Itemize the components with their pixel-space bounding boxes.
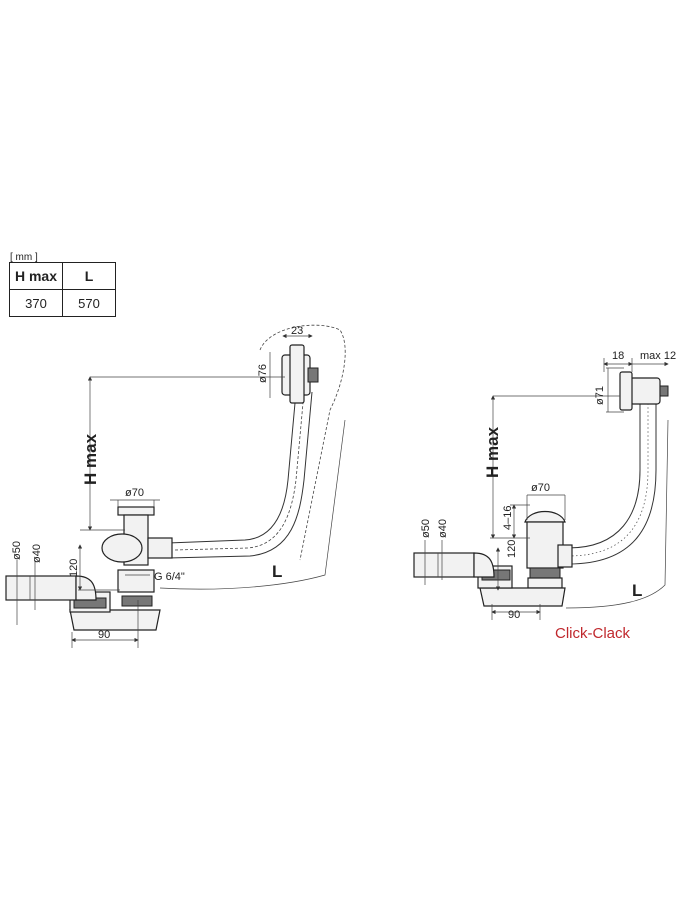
right-dim-90-label: 90 (508, 609, 520, 621)
right-hose-outer (567, 402, 641, 549)
left-thread-label: G 6/4" (154, 571, 185, 583)
right-diam-70-label: ø70 (531, 482, 550, 494)
right-dim-120-label: 120 (506, 540, 518, 558)
right-length-arc (565, 419, 669, 609)
left-trap-body (117, 569, 155, 593)
click-clack-title: Click-Clack (555, 625, 631, 642)
right-plug-cap (524, 510, 566, 523)
left-hose-outer (167, 391, 297, 544)
right-outlet-pipe (413, 552, 475, 578)
right-max-12-label: max 12 (640, 350, 676, 362)
left-dim-23-label: 23 (291, 325, 303, 337)
left-dim-120-label: 120 (68, 559, 80, 577)
left-dim-90-label: 90 (98, 629, 110, 641)
left-hidden-outline (259, 324, 346, 561)
right-trap-base (479, 587, 566, 607)
right-dim-18-label: 18 (612, 350, 624, 362)
value-l: 570 (62, 289, 116, 317)
left-diam-70-label: ø70 (125, 487, 144, 499)
right-diam-40-label: ø40 (437, 519, 449, 538)
units-label: [ mm ] (10, 252, 38, 263)
right-diam-71-label: ø71 (594, 386, 606, 405)
header-h-max: H max (9, 262, 63, 290)
right-click-clack-drawing (413, 358, 669, 620)
left-hose-inner (167, 391, 313, 559)
value-h-max: 370 (9, 289, 63, 317)
left-diam-50-label: ø50 (11, 541, 23, 560)
right-length-label: L (632, 581, 642, 600)
right-diam-50-label: ø50 (420, 519, 432, 538)
left-length-arc (159, 419, 346, 590)
right-overflow-head (629, 377, 661, 405)
left-h-max-label: H max (81, 433, 100, 485)
right-range-4-16-label: 4–16 (502, 506, 514, 530)
left-diam-40-label: ø40 (31, 544, 43, 563)
left-plug-cap (117, 506, 155, 516)
left-outlet-pipe (5, 575, 77, 601)
left-length-label: L (272, 562, 282, 581)
left-bath-drain-drawing (5, 324, 346, 648)
right-h-max-label: H max (483, 426, 502, 478)
dimensions-table: H max L 370 570 (9, 262, 116, 317)
left-diam-76-label: ø76 (257, 364, 269, 383)
right-hose-inner (567, 402, 657, 565)
